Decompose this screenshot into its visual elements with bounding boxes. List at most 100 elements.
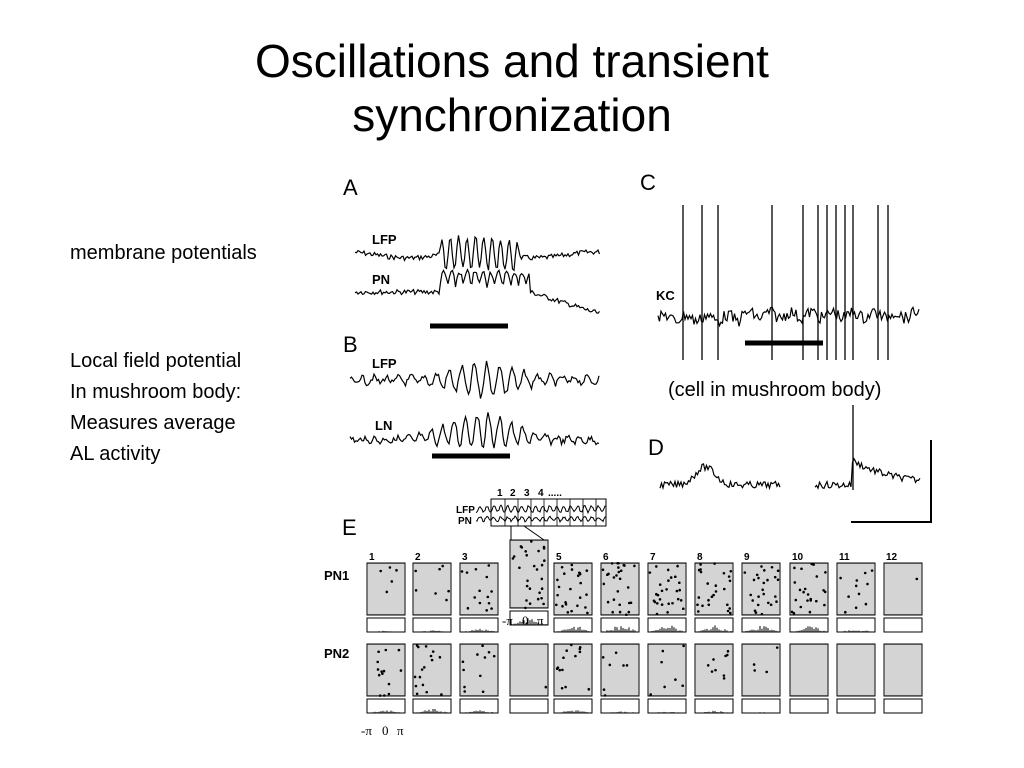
raster-axis-ticks-pn2: -π 0 π bbox=[361, 723, 404, 738]
pn1-raster-col-4-spike-dot bbox=[536, 597, 540, 601]
pn1-raster-col-4-spike-dot bbox=[525, 599, 528, 602]
pn1-raster-col-7-spike-dot bbox=[674, 575, 677, 578]
pn1-raster-col-4-spike-dot bbox=[540, 577, 544, 581]
axis-tick-zero-col4: 0 bbox=[522, 613, 529, 628]
pn2-raster-col-3-spike-dot bbox=[462, 668, 465, 672]
pn-a-line bbox=[354, 268, 600, 314]
pn1-raster-col-5-spike-dot bbox=[578, 596, 582, 599]
pn2-raster-col-5-spike-dot bbox=[555, 667, 559, 670]
inset-label-lfp: LFP bbox=[456, 505, 475, 516]
pn1-raster-col-6-spike-dot bbox=[618, 577, 622, 580]
inset-cycle-2: 2 bbox=[510, 488, 516, 499]
pn2-raster-col-1-spike-dot bbox=[397, 648, 401, 652]
pn1-raster-col-6-spike-dot bbox=[616, 562, 619, 565]
pn1-raster-col-3-spike-dot bbox=[485, 575, 489, 579]
pn2-raster-col-2-frame bbox=[412, 643, 452, 697]
pn1-raster-col-11-spike-dot bbox=[863, 571, 867, 575]
pn1-raster-col-9-spike-dot bbox=[773, 575, 777, 579]
pn1-raster-col-5-spike-dot bbox=[578, 572, 582, 576]
pn1-raster-col-6 bbox=[600, 562, 640, 633]
pn2-raster-col-7-spike-dot bbox=[681, 684, 684, 687]
pn1-raster-col-7-spike-dot bbox=[676, 597, 680, 601]
pn2-raster-col-2-spike-dot bbox=[431, 650, 435, 653]
pn1-raster-col-1 bbox=[366, 562, 406, 633]
pn2-raster-col-8-spike-dot bbox=[722, 677, 726, 680]
pn2-raster-col-4-frame bbox=[509, 643, 549, 697]
pn1-raster-col-7-spike-dot bbox=[658, 583, 662, 586]
pn1-raster-col-7-spike-dot bbox=[656, 593, 660, 597]
pn1-raster-col-10-spike-dot bbox=[815, 599, 818, 603]
pn1-raster-col-9-spike-dot bbox=[751, 599, 754, 602]
slide-title-line-1: Oscillations and transient bbox=[255, 35, 769, 87]
raster-column-label-10: 10 bbox=[792, 552, 804, 563]
pn1-raster-col-7-spike-dot bbox=[669, 576, 673, 579]
pn1-raster-col-4-spike-dot bbox=[525, 553, 528, 557]
pn1-raster-col-7-spike-dot bbox=[648, 571, 652, 574]
pn1-raster-col-9-spike-dot bbox=[774, 595, 777, 598]
pn2-raster-col-3-histogram-frame bbox=[459, 698, 499, 714]
pn1-raster-col-3-spike-dot bbox=[473, 596, 477, 599]
pn1-raster-col-5-spike-dot bbox=[563, 572, 566, 575]
pn1-raster-col-7-spike-dot bbox=[656, 602, 659, 605]
pn1-raster-col-5-spike-dot bbox=[566, 611, 570, 614]
pn1-raster-col-3-spike-dot bbox=[478, 589, 481, 592]
raster-column-label-6: 6 bbox=[603, 552, 609, 563]
pn2-raster-col-6-spike-dot bbox=[603, 694, 607, 697]
pn1-raster-col-9-frame bbox=[741, 562, 781, 616]
slide-title-line-2: synchronization bbox=[352, 89, 672, 141]
pn2-raster-col-1-frame bbox=[366, 643, 406, 697]
pn1-raster-col-10-spike-dot bbox=[798, 588, 802, 592]
pn1-raster-col-10-spike-dot bbox=[792, 611, 796, 615]
pn1-raster-col-7-histogram-frame bbox=[647, 617, 687, 633]
pn2-raster-col-5-spike-dot bbox=[564, 685, 567, 689]
pn1-raster-col-5-spike-dot bbox=[556, 578, 559, 582]
pn2-raster-col-1-spike-dot bbox=[387, 692, 391, 696]
inset-cycle-4: 4 bbox=[538, 488, 544, 499]
pn1-raster-col-3-spike-dot bbox=[485, 609, 489, 612]
pn2-raster-col-12-histogram-frame bbox=[883, 698, 923, 714]
pn1-raster-col-8-spike-dot bbox=[697, 596, 701, 599]
pn2-raster-col-3-spike-dot bbox=[479, 674, 482, 678]
pn1-raster-col-8-spike-dot bbox=[714, 590, 718, 593]
pn1-raster-col-5-spike-dot bbox=[584, 606, 587, 609]
pn1-raster-col-5-spike-dot bbox=[585, 593, 588, 596]
pn1-raster-col-1-spike-dot bbox=[385, 590, 389, 594]
pn1-raster-col-9-spike-dot bbox=[770, 566, 774, 569]
pn1-raster-col-10-spike-dot bbox=[810, 562, 813, 566]
pn2-raster-col-2-spike-dot bbox=[413, 675, 417, 679]
raster-column-label-3: 3 bbox=[462, 552, 468, 563]
pn2-raster-col-4 bbox=[509, 643, 549, 714]
pn2-raster-col-2-spike-dot bbox=[418, 675, 422, 679]
pn1-raster-col-8-spike-dot bbox=[729, 570, 733, 573]
pn1-raster-col-10-spike-dot bbox=[824, 571, 827, 574]
pn1-raster-col-6-spike-dot bbox=[633, 564, 636, 568]
pn1-raster-col-5-spike-dot bbox=[564, 601, 567, 604]
panel-b-letter: B bbox=[343, 332, 358, 357]
note-lfp-line-1: Local field potential bbox=[70, 350, 242, 372]
pn2-raster-col-10-histogram-frame bbox=[789, 698, 829, 714]
pn1-raster-col-10-spike-dot bbox=[802, 590, 805, 594]
pn1-raster-col-8-spike-dot bbox=[713, 562, 716, 565]
pn1-raster-col-8-spike-dot bbox=[697, 610, 700, 613]
pn1-raster-col-8-spike-dot bbox=[699, 570, 703, 574]
pn1-raster-col-1-spike-dot bbox=[388, 566, 392, 569]
pn1-raster-col-6-spike-dot bbox=[602, 582, 606, 586]
pn1-raster-col-7-spike-dot bbox=[666, 568, 670, 572]
pn1-raster-col-6-spike-dot bbox=[627, 610, 631, 614]
pn1-raster-col-8 bbox=[694, 562, 734, 633]
pn1-raster-col-6-spike-dot bbox=[615, 574, 618, 577]
pn2-raster-col-1-spike-dot bbox=[381, 672, 384, 675]
pn1-raster-col-7-spike-dot bbox=[658, 598, 662, 601]
pn1-raster-col-2-spike-dot bbox=[414, 589, 418, 592]
pn1-raster-col-6-spike-dot bbox=[616, 590, 620, 593]
pn2-raster-col-1-spike-dot bbox=[384, 648, 388, 652]
pn1-raster-col-11-spike-dot bbox=[854, 584, 858, 588]
pn1-raster-col-10-frame bbox=[789, 562, 829, 616]
pn2-raster-col-2-spike-dot bbox=[420, 668, 424, 671]
pn1-raster-col-1-frame bbox=[366, 562, 406, 616]
pn1-raster-col-3-spike-dot bbox=[466, 606, 470, 610]
pn2-raster-col-3-spike-dot bbox=[461, 660, 465, 663]
pn2-raster-col-6-spike-dot bbox=[625, 664, 629, 667]
pn2-raster-col-7-spike-dot bbox=[661, 649, 665, 653]
lfp-a-line bbox=[354, 235, 601, 272]
